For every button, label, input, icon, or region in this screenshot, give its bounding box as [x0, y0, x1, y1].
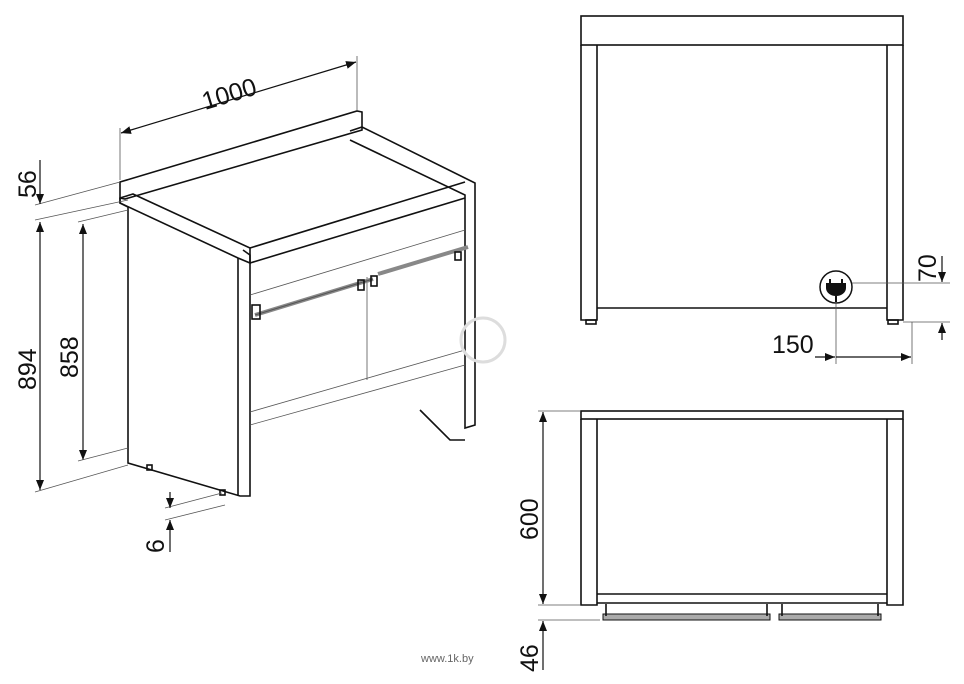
isometric-view: 1000 56 894 858 6: [14, 56, 507, 553]
dim-backsplash: 56: [14, 170, 42, 198]
watermark-text: www.1k.by: [420, 653, 474, 665]
left-top-rail: [119, 193, 251, 265]
right-top-rail: [349, 126, 476, 430]
dim-handle-depth: 46: [516, 644, 544, 672]
handle-right: [778, 613, 882, 621]
dim-plug-offset: 150: [772, 331, 814, 359]
dim-body-height: 858: [56, 336, 84, 378]
backsplash: [119, 110, 363, 200]
dim-plug-height: 70: [914, 254, 942, 282]
dim-width: 1000: [199, 73, 260, 116]
dim-feet: 6: [142, 539, 170, 553]
watermark-logo: [459, 316, 507, 364]
left-side-panel: [119, 198, 251, 497]
top-view: 600 46: [516, 410, 904, 672]
dim-depth: 600: [516, 498, 544, 540]
door-handle-right: [377, 245, 469, 276]
rear-view: 70 150: [580, 15, 950, 364]
dim-total-height: 894: [14, 348, 42, 390]
handle-left: [602, 613, 771, 621]
power-plug-icon: [819, 270, 853, 304]
